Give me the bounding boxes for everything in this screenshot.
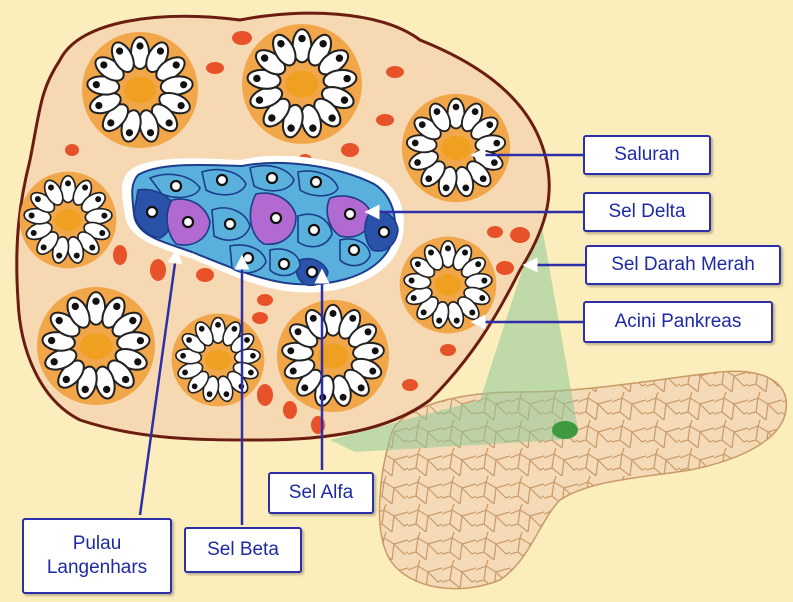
label-pulau-langenhars-line1: Pulau [73, 532, 122, 556]
label-saluran: Saluran [583, 135, 711, 175]
label-sel-delta-text: Sel Delta [608, 200, 685, 224]
label-sel-beta: Sel Beta [184, 527, 302, 573]
label-sel-darah-merah-text: Sel Darah Merah [611, 253, 755, 277]
label-sel-beta-text: Sel Beta [207, 538, 279, 562]
label-saluran-text: Saluran [614, 143, 680, 167]
label-sel-delta: Sel Delta [583, 192, 711, 232]
label-acini-pankreas: Acini Pankreas [583, 301, 773, 343]
label-sel-alfa-text: Sel Alfa [289, 481, 353, 505]
label-acini-pankreas-text: Acini Pankreas [615, 310, 742, 334]
islet-location-marker [552, 421, 578, 439]
label-sel-alfa: Sel Alfa [268, 472, 374, 514]
label-pulau-langenhars: Pulau Langenhars [22, 518, 172, 594]
label-pulau-langenhars-line2: Langenhars [47, 556, 147, 580]
label-sel-darah-merah: Sel Darah Merah [585, 245, 781, 285]
